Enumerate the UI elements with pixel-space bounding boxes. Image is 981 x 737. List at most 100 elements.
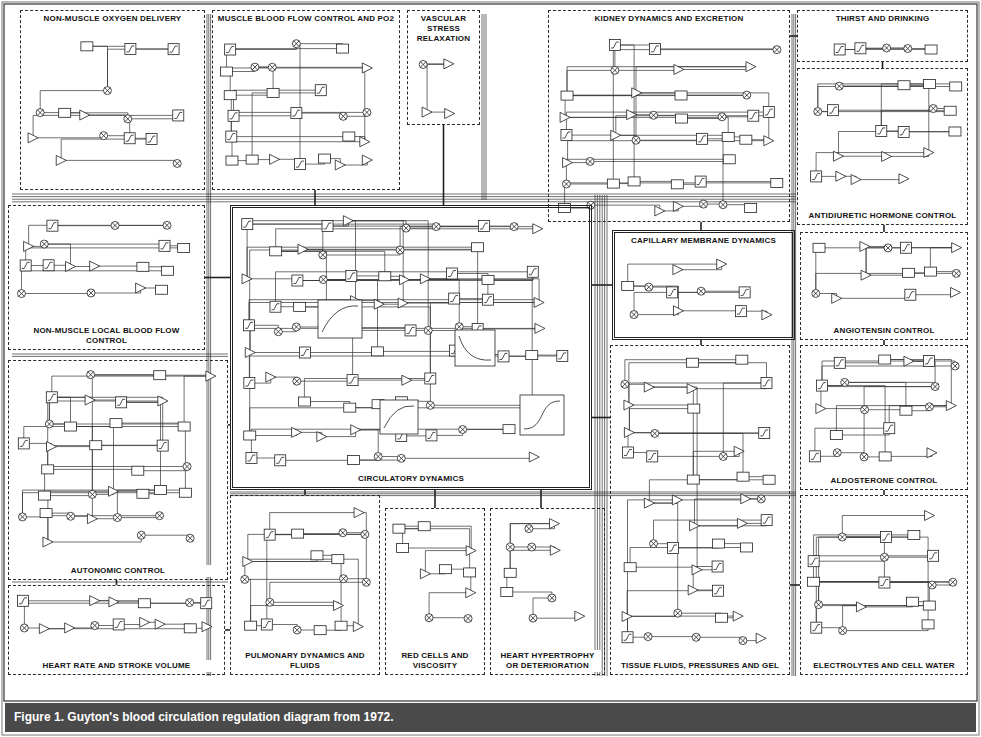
junction-cross <box>242 577 248 583</box>
module-title: RED CELLS AND VISCOSITY <box>389 650 481 672</box>
limiter-curve <box>293 278 301 284</box>
gain-triangle <box>362 155 372 165</box>
limiter-block <box>315 85 326 96</box>
limiter-curve <box>245 322 253 328</box>
summing-junction <box>929 105 937 113</box>
wire-bundle <box>12 201 796 202</box>
limiter-block <box>647 451 658 462</box>
module-connector <box>443 125 445 205</box>
summing-junction <box>528 543 536 551</box>
summing-junction <box>611 66 619 74</box>
function-block <box>137 262 149 271</box>
module-connector <box>790 584 800 586</box>
module-region: AUTONOMIC CONTROL <box>8 360 228 580</box>
function-block <box>501 587 513 596</box>
gain-triangle <box>87 514 97 524</box>
limiter-curve <box>749 113 757 119</box>
module-title: TISSUE FLUIDS, PRESSURES AND GEL <box>614 660 786 672</box>
junction-cross <box>507 544 513 550</box>
signal-wire <box>723 383 766 457</box>
limiter-curve <box>836 46 844 52</box>
module-region: CAPILLARY MEMBRANE DYNAMICS <box>612 230 795 340</box>
signal-wire <box>628 286 679 311</box>
module-connector <box>592 417 610 419</box>
signal-wire <box>693 451 739 479</box>
wire-bundle <box>597 195 598 676</box>
signal-wire <box>252 93 273 160</box>
wire-bundle <box>12 354 228 355</box>
gain-triangle <box>756 633 766 643</box>
module-connector <box>592 284 612 286</box>
signal-wire <box>91 288 141 293</box>
summing-junction <box>743 91 751 99</box>
signal-wire <box>655 433 743 476</box>
function-block <box>179 488 191 497</box>
junction-cross <box>276 329 282 335</box>
signal-wire <box>630 567 697 570</box>
signal-wire <box>821 409 865 410</box>
summing-junction <box>91 622 99 630</box>
limiter-curve <box>812 173 820 179</box>
signal-wire <box>231 136 348 137</box>
function-block <box>745 204 757 213</box>
signal-wire <box>613 45 615 184</box>
signal-wire <box>695 499 762 526</box>
signal-wire <box>52 376 211 397</box>
limiter-block <box>622 447 633 458</box>
limiter-curve <box>117 399 125 405</box>
limiter-curve <box>900 129 908 135</box>
junction-cross <box>420 62 426 68</box>
limiter-block <box>898 126 909 137</box>
summing-junction <box>397 454 405 462</box>
module-region: ANGIOTENSIN CONTROL <box>800 232 968 340</box>
limiter-block <box>168 44 179 55</box>
summing-junction <box>925 403 933 411</box>
function-block <box>155 285 167 294</box>
limiter-curve <box>737 308 745 314</box>
signal-wire <box>247 247 477 279</box>
module-title: THIRST AND DRINKING <box>801 13 964 25</box>
limiter-curve <box>484 297 492 303</box>
gain-triangle <box>444 59 454 69</box>
limiter-curve <box>349 377 357 383</box>
gain-triangle <box>445 109 455 119</box>
junction-cross <box>92 623 98 629</box>
function-block <box>722 132 734 141</box>
function-block <box>675 91 687 100</box>
gain-triangle <box>245 347 255 357</box>
function-block <box>184 624 196 633</box>
function-block <box>336 44 348 53</box>
limiter-curve <box>202 600 210 606</box>
gain-triangle <box>746 62 756 72</box>
limiter-block <box>116 397 127 408</box>
function-block <box>741 543 753 552</box>
wire-bundle <box>12 582 228 583</box>
summing-junction <box>426 401 434 409</box>
junction-cross <box>861 454 867 460</box>
junction-cross <box>184 464 190 470</box>
gain-triangle <box>243 557 253 567</box>
junction-cross <box>564 181 570 187</box>
junction-cross <box>529 544 535 550</box>
signal-wire <box>356 430 379 457</box>
junction-cross <box>68 513 74 519</box>
junction-cross <box>174 161 180 167</box>
junction-cross <box>834 450 840 456</box>
junction-cross <box>460 427 466 433</box>
limiter-curve <box>741 289 749 295</box>
signal-wire <box>819 247 865 248</box>
junction-cross <box>187 600 193 606</box>
summing-junction <box>718 113 726 121</box>
limiter-block <box>18 438 29 449</box>
junction-cross <box>294 324 300 330</box>
limiter-block <box>146 134 157 145</box>
limiter-curve <box>877 128 885 134</box>
signal-wire <box>45 494 93 495</box>
summing-junction <box>18 513 26 521</box>
summing-junction <box>251 63 259 71</box>
gain-triangle <box>644 382 654 392</box>
summing-junction <box>274 328 282 336</box>
limiter-curve <box>902 245 910 251</box>
limiter-curve <box>226 47 234 53</box>
limiter-curve <box>499 353 507 359</box>
